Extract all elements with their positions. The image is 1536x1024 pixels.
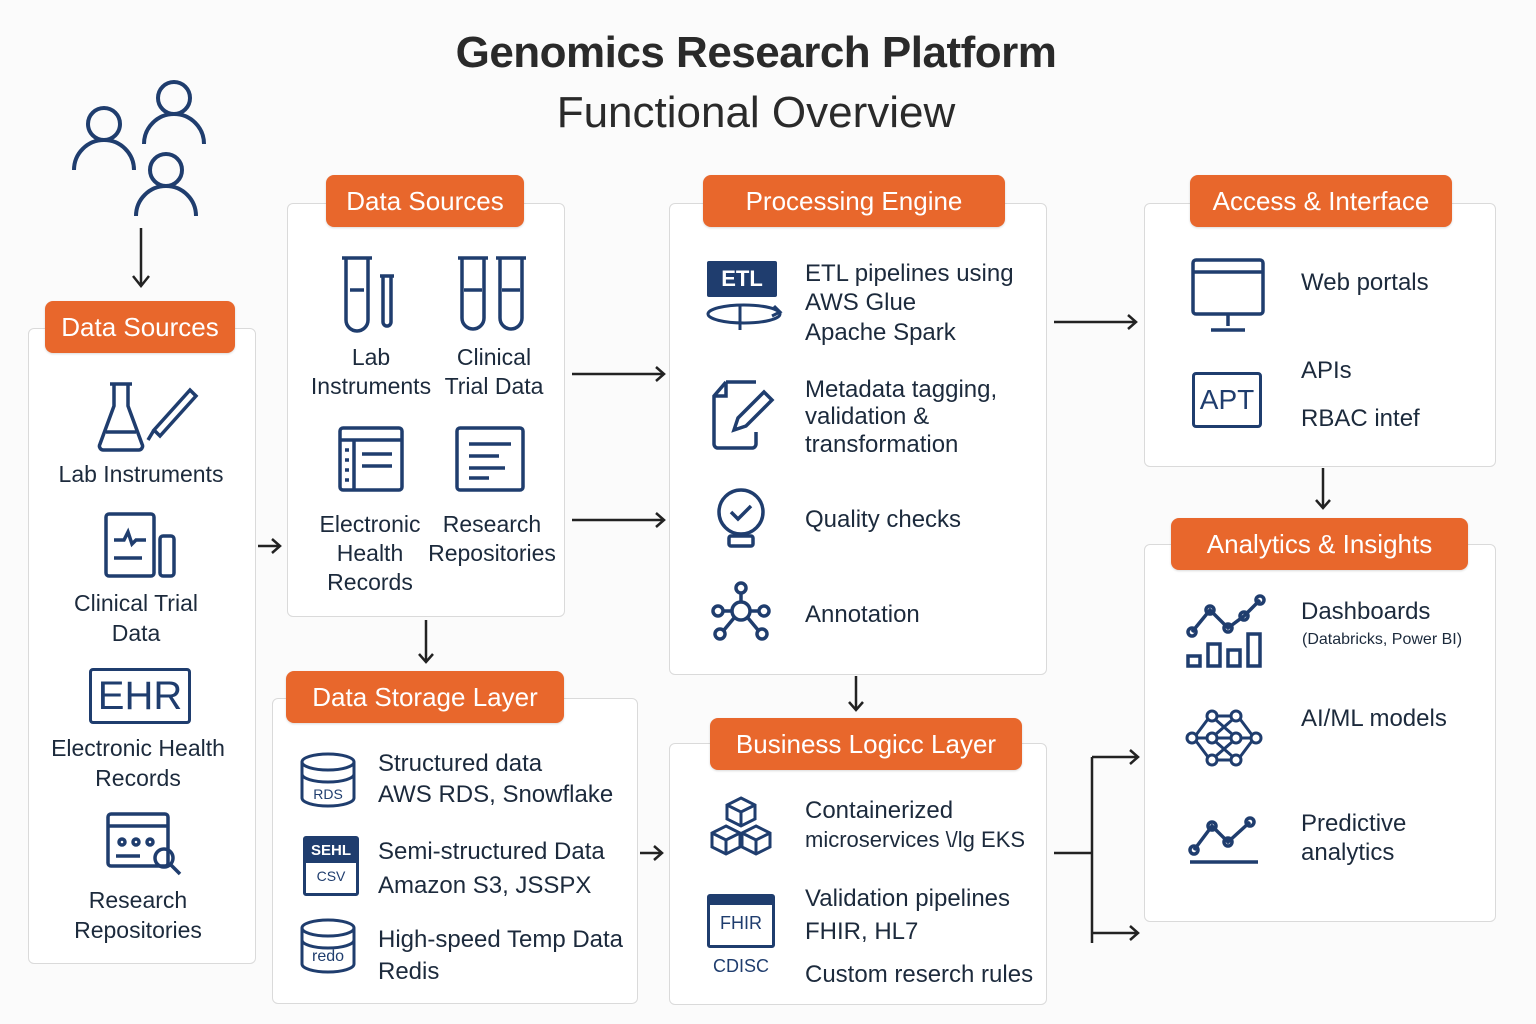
csv-file-band: SEHL [306, 839, 356, 863]
business-item-containers-line2: microservices \/lg EKS [805, 827, 1026, 852]
storage-item-structured-line2: AWS RDS, Snowflake [378, 781, 614, 808]
users-down-arrow [132, 228, 150, 289]
quality-bulb-icon [717, 488, 765, 548]
left-item-clinical-trial: Clinical Trial Data [74, 590, 198, 646]
csv-file-text: CSV [316, 868, 346, 884]
processing-item-etl-line3: Apache Spark [805, 319, 956, 346]
neural-network-icon [1185, 709, 1263, 767]
rds-database-icon [300, 752, 356, 808]
business-item-containers-line1: Containerized [805, 797, 954, 824]
storage-to-business-arrow [640, 845, 664, 861]
data-storage-header: Data Storage Layer [286, 671, 564, 723]
test-tubes-icon [458, 256, 526, 331]
fhir-icon-text: FHIR [720, 913, 762, 933]
processing-to-business-arrow [848, 676, 864, 712]
processing-item-quality: Quality checks [805, 506, 962, 533]
sources-to-processing-arrow-2 [572, 512, 666, 528]
access-item-apis: APIs [1301, 357, 1352, 384]
redis-label: redo [311, 948, 345, 965]
cdisc-icon: CDISC [712, 956, 769, 976]
analytics-insights-panel [1144, 544, 1496, 922]
analytics-insights-header: Analytics & Insights [1171, 518, 1468, 570]
processing-item-etl-line2: AWS Glue [805, 289, 917, 316]
access-to-analytics-arrow [1315, 468, 1331, 510]
document-icon [455, 426, 525, 492]
analytics-item-dashboards: Dashboards [1301, 598, 1431, 625]
sources-to-storage-arrow [418, 620, 434, 664]
flask-pipette-icon [97, 382, 199, 452]
fhir-icon: FHIR [707, 894, 775, 948]
data-sources-header: Data Sources [326, 175, 524, 227]
page-title: Genomics Research Platform [455, 28, 1057, 77]
data-sources-panel [287, 203, 565, 617]
redis-database-icon [300, 918, 356, 974]
access-item-rbac: RBAC intef [1301, 405, 1420, 432]
business-item-validation-line1: Validation pipelines [805, 885, 1011, 912]
business-logic-header: Business Logicc Layer [710, 718, 1022, 770]
storage-item-semistructured-line1: Semi-structured Data [378, 838, 605, 865]
processing-item-etl-line1: ETL pipelines using [805, 260, 1014, 287]
processing-item-metadata-line1: Metadata tagging, [805, 376, 998, 403]
storage-item-semistructured-line2: Amazon S3, JSSPX [378, 872, 592, 899]
left-item-lab-instruments: Lab Instruments [58, 461, 224, 487]
business-to-analytics-branch [1054, 749, 1140, 943]
left-to-sources-arrow [258, 538, 282, 554]
etl-cycle-icon [706, 303, 783, 330]
sources-item-lab: Lab Instruments [310, 344, 432, 399]
pencil-document-icon [712, 380, 775, 450]
processing-item-metadata-line2: validation & [805, 403, 930, 430]
left-item-ehr: Electronic Health Records [51, 735, 225, 791]
storage-item-structured-line1: Structured data [378, 750, 543, 777]
api-icon: APT [1192, 372, 1262, 428]
users-icon [72, 80, 206, 217]
network-nodes-icon [711, 581, 771, 641]
analytics-item-predictive-line1: Predictive [1301, 810, 1407, 837]
access-interface-header: Access & Interface [1190, 175, 1452, 227]
storage-item-temp-line1: High-speed Temp Data [378, 926, 624, 953]
analytics-item-dashboards-sub: (Databricks, Power BI) [1302, 631, 1463, 648]
clinical-chart-icon [104, 512, 176, 578]
left-sources-panel [28, 328, 256, 964]
business-item-validation-line2: FHIR, HL7 [805, 918, 919, 945]
access-item-web-portals: Web portals [1301, 269, 1429, 296]
processing-item-annotation: Annotation [805, 601, 920, 628]
etl-icon: ETL [707, 261, 777, 297]
page-subtitle: Functional Overview [556, 88, 956, 137]
research-search-icon [106, 812, 182, 876]
processing-to-access-arrow [1054, 314, 1138, 330]
rds-label: RDS [313, 786, 343, 802]
sources-item-ehr: Electronic Health Records [319, 511, 421, 595]
dashboard-chart-icon [1186, 594, 1266, 668]
business-item-custom-rules: Custom reserch rules [805, 961, 1034, 988]
sources-item-research: Research Repositories [428, 511, 556, 566]
sources-item-clinical: Clinical Trial Data [444, 344, 544, 399]
storage-item-temp-line2: Redis [378, 958, 440, 985]
trend-line-icon [1188, 816, 1258, 864]
processing-item-metadata-line3: transformation [805, 431, 959, 458]
monitor-icon [1191, 258, 1265, 332]
fhir-icon-band [710, 897, 772, 905]
left-sources-header: Data Sources [45, 301, 235, 353]
sources-to-processing-arrow-1 [572, 366, 666, 382]
records-icon [338, 426, 404, 492]
analytics-item-predictive-line2: analytics [1301, 839, 1395, 866]
processing-engine-header: Processing Engine [703, 175, 1005, 227]
left-item-research: Research Repositories [74, 887, 202, 943]
csv-file-icon: SEHL CSV [303, 836, 359, 896]
analytics-item-aiml: AI/ML models [1301, 705, 1447, 732]
access-interface-panel [1144, 203, 1496, 467]
test-tube-icon [342, 256, 394, 333]
ehr-icon: EHR [89, 668, 191, 724]
cubes-icon [710, 796, 772, 856]
